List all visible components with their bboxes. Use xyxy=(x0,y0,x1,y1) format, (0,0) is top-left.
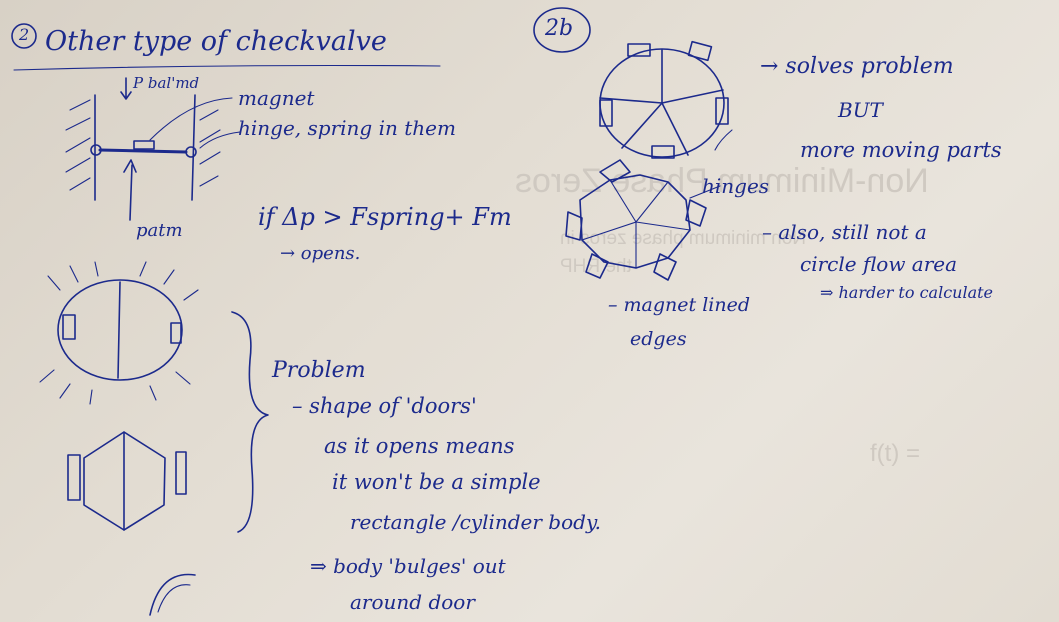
section-2-number: 2 xyxy=(19,25,30,44)
valve-cross-section xyxy=(65,77,241,221)
opens-text: → opens. xyxy=(280,243,361,264)
also-line: – also, still not a xyxy=(762,220,927,244)
more-parts: more moving parts xyxy=(800,138,1002,162)
section-2b-circle xyxy=(533,7,591,53)
hinge-label: hinge, spring in them xyxy=(238,116,456,140)
problem-title: Problem xyxy=(272,358,366,383)
solves-problem: → solves problem xyxy=(760,54,954,79)
title-underline xyxy=(13,64,441,71)
problem-line-2: as it opens means xyxy=(324,434,515,458)
segmented-wheel-sketch xyxy=(599,40,729,159)
open-condition: if Δp > Fspring+ Fm xyxy=(258,203,512,231)
patm-label: patm xyxy=(136,220,183,241)
pressure-label: P bal'md xyxy=(133,74,200,92)
valve-face-sketch xyxy=(39,261,199,405)
section-2-title: Other type of checkvalve xyxy=(45,26,387,57)
problem-line-4: rectangle /cylinder body. xyxy=(350,510,601,534)
edges-label: edges xyxy=(630,328,687,350)
circle-line: circle flow area xyxy=(800,252,958,276)
harder-line: ⇒ harder to calculate xyxy=(820,283,994,302)
problem-line-6: around door xyxy=(350,590,475,614)
bulged-body-sketch xyxy=(67,431,196,616)
magnet-lined: – magnet lined xyxy=(608,294,750,316)
curly-brace xyxy=(231,311,269,533)
magnet-label: magnet xyxy=(238,86,315,110)
opened-wheel-sketch xyxy=(565,129,733,281)
section-2b-number: 2b xyxy=(545,16,574,41)
hinges-label: hinges xyxy=(702,174,770,198)
but-label: BUT xyxy=(838,98,883,122)
problem-line-5: ⇒ body 'bulges' out xyxy=(310,554,506,578)
problem-line-1: – shape of 'doors' xyxy=(292,394,477,418)
problem-line-3: it won't be a simple xyxy=(332,470,541,494)
section-2-circle xyxy=(11,23,37,49)
